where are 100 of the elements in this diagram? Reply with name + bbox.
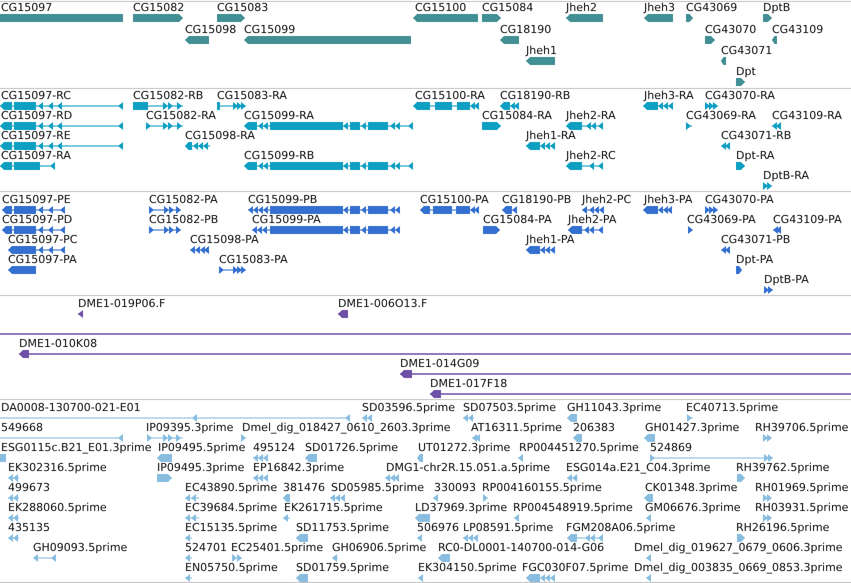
transcript-label: CG43109-RA	[772, 110, 842, 122]
est-label: 499673	[8, 482, 50, 494]
est-label: ESG014a.E21_C04.3prime	[566, 462, 710, 474]
protein-label: DptB-PA	[764, 274, 809, 286]
transcript-label: CG15097-RC	[1, 90, 71, 102]
transcript-label: CG15099-RA	[244, 110, 314, 122]
est-label: RH03931.5prime	[755, 502, 848, 514]
est-label: GH06906.5prime	[332, 542, 426, 554]
est-label: Dmel_dig_018427_0610_2603.3prime	[242, 422, 451, 434]
clone-label: DME1-006O13.F	[338, 298, 428, 310]
est-label: RH39762.5prime	[736, 462, 830, 474]
est-label: 435135	[8, 522, 50, 534]
gene-label: Jheh1	[526, 45, 557, 57]
est-label: RP004548919.5prime	[513, 502, 633, 514]
protein-label: CG15097-PA	[8, 254, 77, 266]
gene-label: CG43070	[705, 24, 756, 36]
transcript-label: CG15097-RA	[1, 150, 71, 162]
transcript-label: Jheh2-RA	[566, 110, 616, 122]
protein-label: Jheh2-PA	[568, 214, 616, 226]
est-label: SD05985.5prime	[331, 482, 424, 494]
transcript-label: CG43071-RB	[721, 130, 792, 142]
est-label: RH39706.5prime	[755, 422, 848, 434]
est-label: 524869	[650, 442, 692, 454]
est-label: IP09395.3prime	[146, 422, 234, 434]
gene-label: CG43069	[686, 2, 738, 14]
gene-label: Jheh2	[566, 2, 597, 14]
est-label: SD01726.5prime	[305, 442, 398, 454]
est-label: EK302316.5prime	[8, 462, 107, 474]
transcript-label: DptB-RA	[763, 170, 810, 182]
gene-label: CG18190	[500, 24, 552, 36]
est-label: SD01759.5prime	[296, 562, 389, 574]
est-label: FGC030F07.5prime	[522, 562, 628, 574]
est-label: EK261715.5prime	[284, 502, 383, 514]
protein-label: CG15083-PA	[219, 254, 288, 266]
protein-label: CG43070-PA	[705, 194, 774, 206]
gene-label: Dpt	[736, 66, 756, 78]
est-label: ESG0115c.B21_E01.3prime	[1, 442, 152, 454]
est-label: EC40713.5prime	[686, 402, 778, 414]
gene-label: DptB	[763, 2, 790, 14]
est-label: SD03596.5prime	[362, 402, 455, 414]
est-label: RC0-DL0001-140700-014-G06	[438, 542, 604, 554]
protein-label: CG15097-PD	[2, 214, 72, 226]
est-label: RH26196.5prime	[736, 522, 830, 534]
est-label: SD07503.5prime	[463, 402, 556, 414]
est-label: AT16311.5prime	[471, 422, 562, 434]
protein-label: CG15099-PA	[252, 214, 321, 226]
gene-label: CG15099	[244, 24, 296, 36]
transcript-label: CG15100-RA	[415, 90, 485, 102]
protein-label: CG18190-PB	[502, 194, 572, 206]
gene-label: Jheh3	[644, 2, 675, 14]
gene-label: CG43109	[772, 24, 824, 36]
est-label: 495124	[253, 442, 295, 454]
protein-label: CG15082-PA	[149, 194, 218, 206]
est-label: RH01969.5prime	[755, 482, 848, 494]
protein-label: CG43069-PA	[687, 214, 756, 226]
gene-label: CG15098	[185, 24, 236, 36]
est-label: Dmel_dig_003835_0669_0853.3prime	[634, 562, 843, 574]
est-label: Dmel_dig_019627_0679_0606.3prime	[634, 542, 843, 554]
clone-label: DME1-014G09	[400, 358, 480, 370]
est-label: 506976	[417, 522, 459, 534]
protein-label: Jheh3-PA	[644, 194, 692, 206]
protein-label: CG15082-PB	[149, 214, 218, 226]
transcript-label: CG15098-RA	[185, 130, 255, 142]
protein-label: Dpt-PA	[736, 254, 774, 266]
est-label: IP09495.3prime	[157, 462, 244, 474]
gene-label: CG15083	[217, 2, 268, 14]
transcript-label: CG15084-RA	[482, 110, 552, 122]
transcript-label: CG15082-RA	[146, 110, 216, 122]
protein-label: Jheh2-PC	[582, 194, 632, 206]
protein-label: CG43071-PB	[721, 234, 790, 246]
est-label: GM06676.3prime	[645, 502, 741, 514]
clone-label: DME1-017F18	[430, 378, 508, 390]
transcript-label: CG18190-RB	[500, 90, 570, 102]
est-label: 524701	[185, 542, 227, 554]
transcript-label: CG43069-RA	[686, 110, 756, 122]
est-label: FGM208A06.5prime	[566, 522, 676, 534]
clone-label: DME1-019P06.F	[78, 298, 166, 310]
gene-label: CG43071	[721, 45, 772, 57]
est-label: UT01272.3prime	[418, 442, 510, 454]
est-label: EK288060.5prime	[8, 502, 107, 514]
est-label: 549668	[1, 422, 43, 434]
est-label: EC43890.5prime	[185, 482, 278, 494]
est-label: DMG1-chr2R.15.051.a.5prime	[386, 462, 550, 474]
transcript-label: CG15097-RD	[1, 110, 72, 122]
gene-label: CG15097	[1, 2, 52, 14]
est-label: EK304150.5prime	[418, 562, 517, 574]
est-label: RP004160155.5prime	[482, 482, 602, 494]
est-label: LP08591.5prime	[463, 522, 554, 534]
clone-label: DME1-010K08	[19, 338, 98, 350]
transcript-label: Dpt-RA	[736, 150, 774, 162]
gene-label: CG15100	[415, 2, 466, 14]
transcript-label: CG43070-RA	[705, 90, 775, 102]
est-label: IP09495.5prime	[158, 442, 246, 454]
est-label: 330093	[434, 482, 476, 494]
protein-label: CG15100-PA	[420, 194, 489, 206]
est-label: RP004451270.5prime	[519, 442, 639, 454]
protein-label: Jheh1-PA	[526, 234, 574, 246]
transcript-label: CG15082-RB	[133, 90, 204, 102]
gene-label: CG15084	[482, 2, 534, 14]
est-label: EN05750.5prime	[185, 562, 278, 574]
